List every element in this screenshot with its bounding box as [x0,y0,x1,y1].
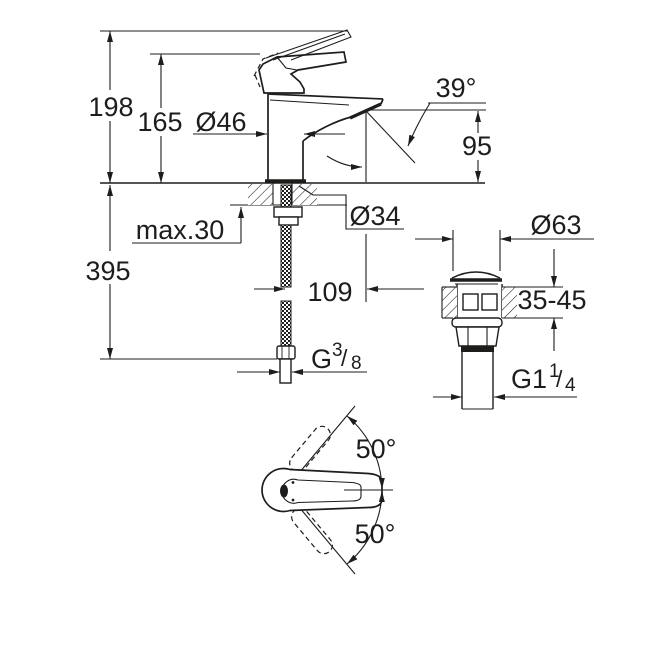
handle-top-view: 50° 50° [261,405,397,575]
spout-top-edge [267,93,384,100]
aerator-face [349,102,382,120]
counter-section [100,182,485,206]
waste-window-right [481,293,498,311]
waste-outline [441,271,563,410]
threaded-shank [280,184,292,210]
dim-lever-height-label: 165 [137,107,182,137]
waste-flange-washer [451,317,503,328]
spout-tip [380,98,384,105]
counter-hatch-left [248,184,273,205]
supply-thread-label: G [311,344,332,374]
handle-detail-dot-bottom [291,498,295,502]
supply-thread-slash: / [341,345,348,371]
supply-shank [273,184,303,384]
dim-hose-length-label: 395 [85,256,130,286]
swing-arc-down [346,490,385,565]
hose-connector [276,345,296,360]
mounting-washer [273,206,303,218]
basin-hatch-left [442,287,457,318]
lever-handle-side [258,51,348,94]
dim-flange-diameter-label: Ø63 [530,210,581,240]
centerline-down [293,500,356,575]
waste-thread-numerator: 1 [549,361,560,382]
dim-outlet-height-label: 95 [462,131,492,161]
connector-nipple [279,358,292,384]
dim-spout-angle-label: 39° [436,73,477,103]
faucet-outline [253,29,384,183]
lever-handle-inner-line [276,56,298,71]
counter-hatch-right [292,184,317,205]
waste-thread-label: G1 [511,364,547,394]
spout-angle-arc [326,155,363,170]
waste-window-left [462,293,479,311]
waste-cap-dome [451,271,501,279]
mounting-nut [278,216,299,226]
dim-hole-diameter-label: Ø34 [349,201,400,231]
dim-deck-thickness-label: 35-45 [517,285,586,315]
side-view-dimensions: 198 165 Ø46 39° 95 max.30 395 Ø3 [85,30,492,375]
handle-rotated-up-ghost [289,425,331,473]
swing-arc-up [346,415,385,490]
dim-swing-up-label: 50° [356,434,397,464]
dim-swing-down-label: 50° [355,519,396,549]
basin-hatch-right [502,287,517,318]
pop-up-waste-view: Ø63 35-45 G1 1 / 4 [415,210,594,410]
handle-logo-badge [280,484,288,498]
dim-body-diameter-label: Ø46 [195,107,246,137]
spout-angle-leader [407,102,431,147]
dim-overall-height-label: 198 [88,92,133,122]
hole-diameter-leader [298,185,404,230]
spout-underside [302,116,352,142]
supply-thread-numerator: 3 [332,340,343,361]
spout-top-inner-edge [269,99,350,106]
supply-thread-denominator: 8 [351,353,362,374]
handle-detail-dot-top [291,481,295,484]
flex-hose-upper [280,224,292,288]
waste-thread-denominator: 4 [565,375,576,396]
centerline-up [293,405,356,480]
waste-thread-slash: / [556,366,563,392]
handle-rotated-down-ghost [291,507,333,555]
lever-raised-inner-line [272,33,346,61]
side-view: 198 165 Ø46 39° 95 max.30 395 Ø3 [85,29,492,384]
dim-projection-label: 109 [307,277,352,307]
lever-raised-hidden-edge-2 [254,74,261,88]
water-stream-line [366,111,416,164]
flex-hose-lower [280,300,292,347]
waste-dimensions: Ø63 35-45 G1 1 / 4 [415,210,594,400]
waste-collar [461,346,494,352]
waste-locknut [455,326,500,347]
dim-max-thickness-label: max.30 [136,215,225,245]
lever-raised-outline [265,29,352,61]
